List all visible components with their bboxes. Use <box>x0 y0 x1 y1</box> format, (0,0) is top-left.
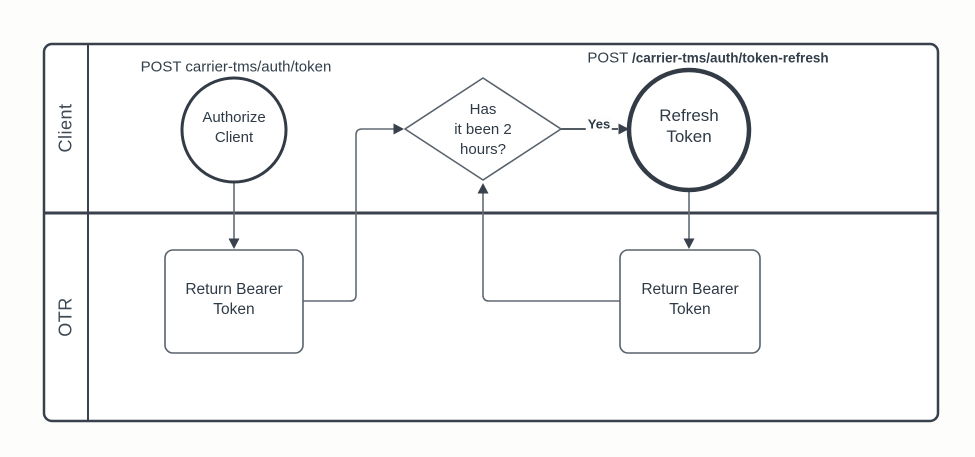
node-return-bearer-right-line2: Token <box>669 301 711 318</box>
arrowhead-into-refresh-circle <box>618 123 629 135</box>
node-return-bearer-right-rect <box>619 249 761 354</box>
node-refresh-token-label: Refresh Token <box>659 105 719 147</box>
arrowhead-down-right <box>683 238 695 249</box>
endpoint-auth-method: POST <box>140 58 182 76</box>
node-return-bearer-left-line1: Return Bearer <box>185 281 283 298</box>
node-authorize-client-line1: Authorize <box>202 109 266 126</box>
arrowhead-into-decision-left <box>393 123 404 135</box>
endpoint-refresh-path: /carrier-tms/auth/token-refresh <box>628 50 829 66</box>
node-decision-line1: Has <box>469 101 497 118</box>
lane-label-otr: OTR <box>55 297 76 337</box>
node-decision-diamond <box>404 77 562 181</box>
lane-label-client: Client <box>55 103 76 153</box>
node-authorize-client-line2: Client <box>214 129 254 146</box>
endpoint-refresh-method: POST <box>587 49 629 67</box>
node-authorize-client-label: Authorize Client <box>202 108 265 148</box>
endpoint-auth-path: carrier-tms/auth/token <box>181 58 332 76</box>
node-refresh-token-line1: Refresh <box>659 106 719 125</box>
node-decision-line3: hours? <box>460 141 506 158</box>
node-return-bearer-right-line1: Return Bearer <box>641 281 739 298</box>
edge-label-yes: Yes <box>585 116 613 132</box>
node-decision-line2: it been 2 <box>454 121 512 138</box>
node-return-bearer-left-label: Return Bearer Token <box>185 280 282 320</box>
endpoint-label-refresh: POST /carrier-tms/auth/token-refresh <box>587 49 828 68</box>
arrowhead-into-decision-bottom <box>477 183 489 194</box>
endpoint-label-auth: POST carrier-tms/auth/token <box>141 58 332 77</box>
node-return-bearer-right-label: Return Bearer Token <box>641 280 738 320</box>
node-decision-label: Has it been 2 hours? <box>454 100 512 160</box>
node-authorize-client-circle <box>180 76 288 184</box>
node-return-bearer-left-line2: Token <box>213 301 255 318</box>
node-return-bearer-left-rect <box>164 249 304 354</box>
arrowhead-down-left <box>228 238 240 249</box>
edge-return-left-to-decision <box>303 128 394 302</box>
edge-return-right-to-decision <box>482 192 620 302</box>
node-refresh-token-circle <box>626 67 752 193</box>
node-refresh-token-line2: Token <box>666 127 712 146</box>
